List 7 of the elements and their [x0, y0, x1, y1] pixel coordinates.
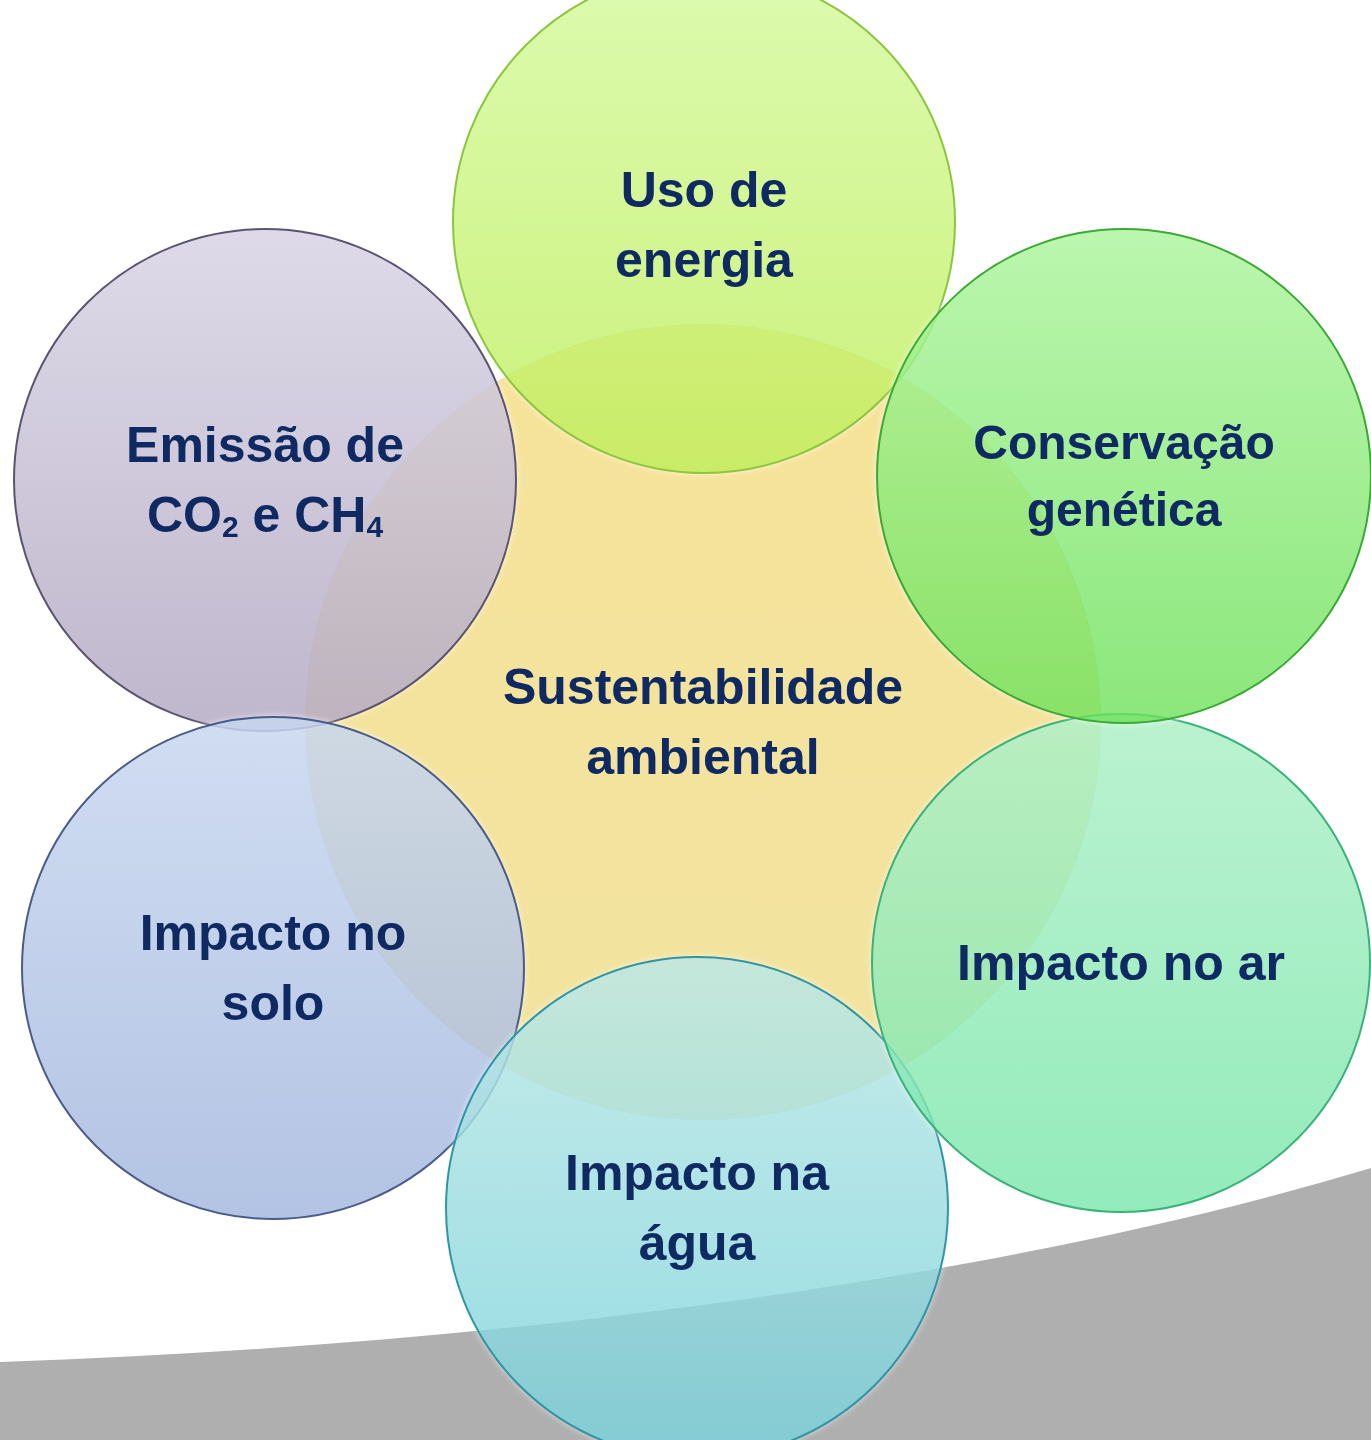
topic-label: Conservação genética — [972, 414, 1276, 538]
topic-label: Impacto no solo — [138, 904, 408, 1033]
topic-label: Impacto no ar — [957, 934, 1285, 993]
topic-label: Uso de energia — [614, 160, 794, 290]
center-label: Sustentabilidade ambiental — [501, 658, 905, 787]
topic-label: Emissão de CO$_{2}$ e CH$_{4}$ — [125, 416, 405, 545]
topic-label: Impacto na água — [564, 1144, 831, 1273]
